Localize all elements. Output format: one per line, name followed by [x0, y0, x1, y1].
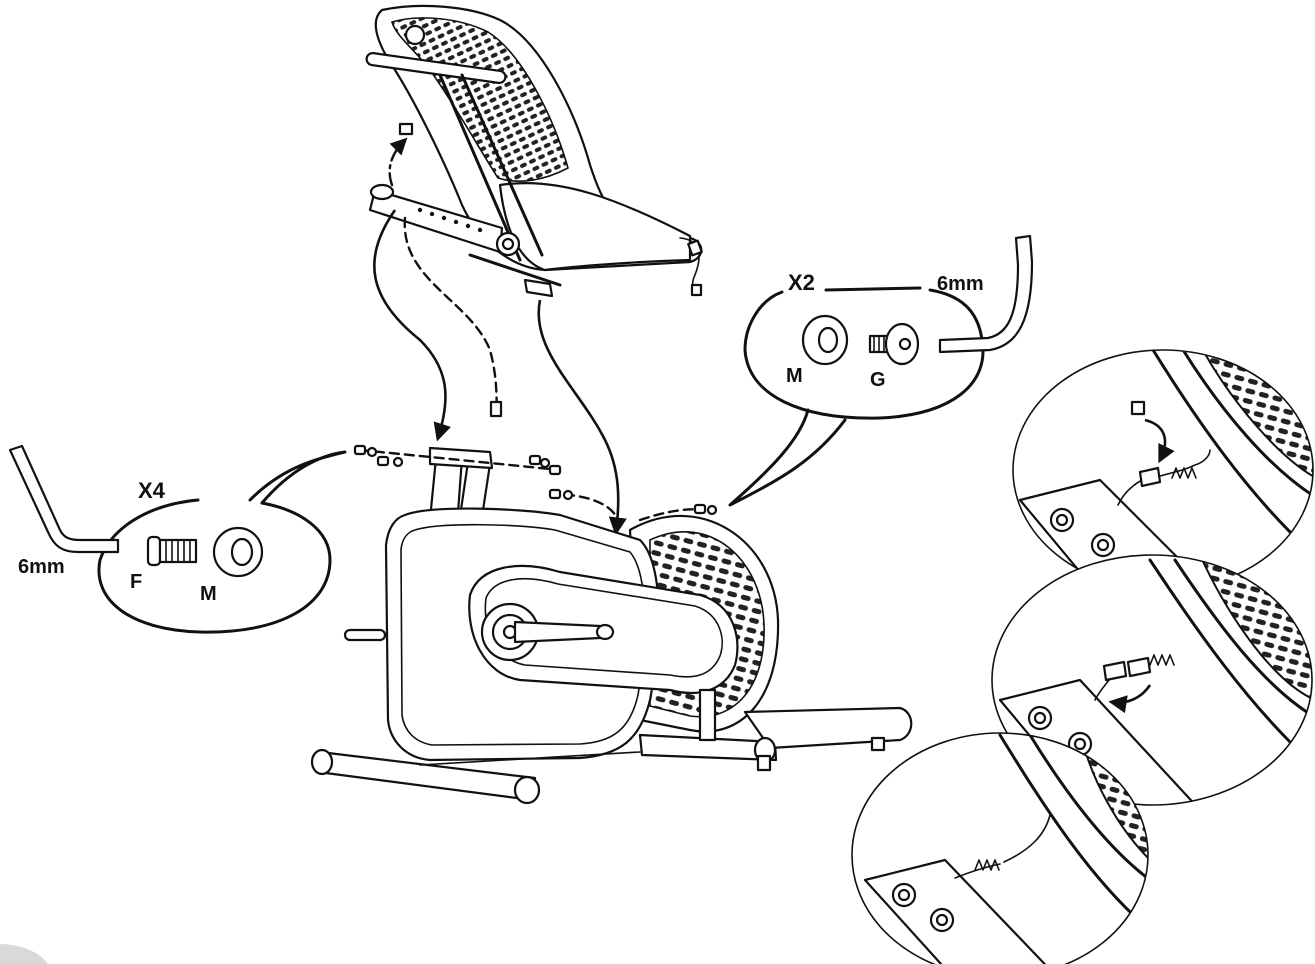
right-tool-size-label: 6mm [937, 273, 984, 295]
left-washer-label: M [200, 583, 217, 605]
left-bolt-label: F [130, 571, 142, 593]
bolt-f-head-icon [146, 535, 162, 567]
page-corner-tab [0, 944, 48, 964]
detail-inset-3 [851, 732, 1149, 964]
left-hardware-callout: X4 6mm F M [8, 444, 347, 634]
left-tool-size-label: 6mm [18, 556, 65, 578]
right-bolt-label: G [870, 369, 886, 391]
right-washer-label: M [786, 365, 803, 387]
routing-arrows [373, 137, 627, 536]
hardware-bolts [353, 444, 718, 522]
seat-assembly [365, 4, 703, 298]
bike-frame [310, 446, 913, 805]
left-quantity-label: X4 [138, 478, 166, 503]
right-hardware-callout: X2 6mm M G [728, 234, 1034, 507]
detail-inset-1 [1012, 349, 1314, 591]
right-quantity-label: X2 [788, 270, 815, 295]
